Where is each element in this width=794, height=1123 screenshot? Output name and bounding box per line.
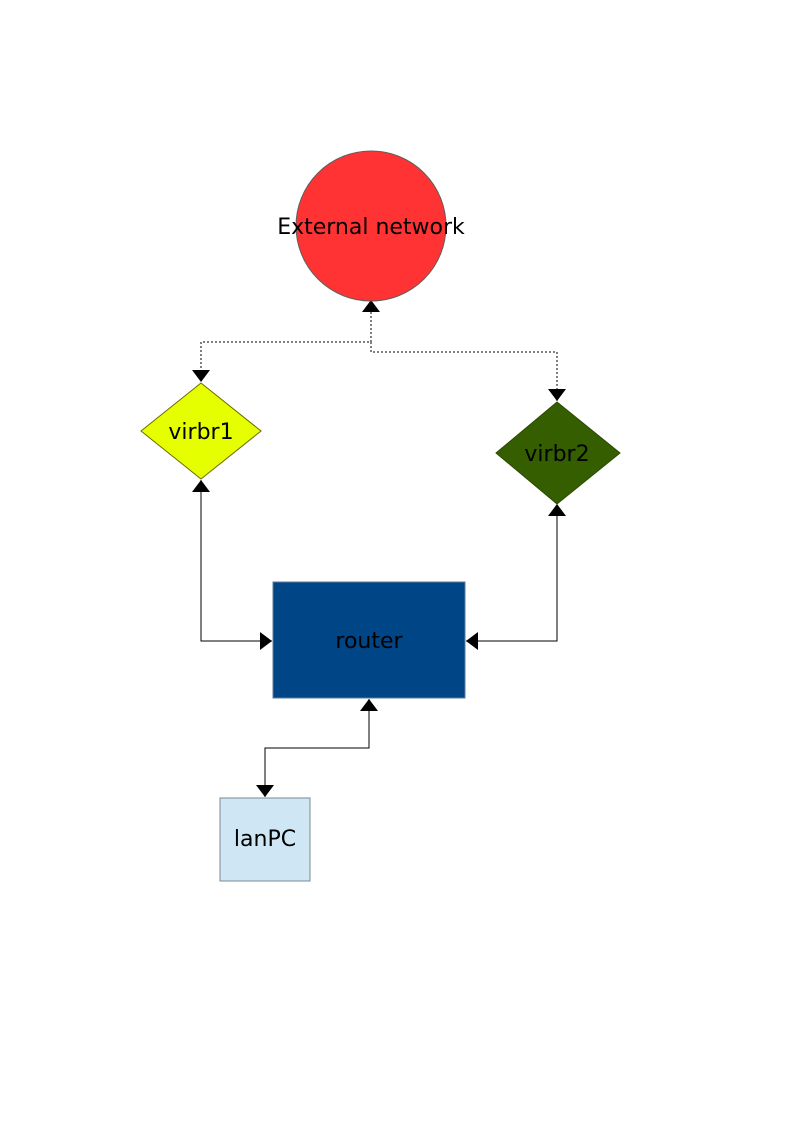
connectors xyxy=(192,300,566,797)
node-external-network: External network xyxy=(277,150,465,302)
connector-virbr2-router xyxy=(466,504,566,650)
virbr1-label: virbr1 xyxy=(168,420,233,445)
lanpc-box xyxy=(219,797,311,882)
connector-external-virbr2 xyxy=(370,342,566,401)
external-network-circle xyxy=(295,150,447,302)
node-virbr2: virbr2 xyxy=(495,401,621,505)
virbr2-diamond xyxy=(495,401,621,505)
node-router: router xyxy=(272,581,466,699)
router-box xyxy=(272,581,466,699)
connector-external-virbr1 xyxy=(192,300,380,382)
external-network-label: External network xyxy=(277,215,465,240)
virbr1-diamond xyxy=(140,382,262,480)
lanpc-label: lanPC xyxy=(234,827,296,852)
connector-virbr1-router xyxy=(192,480,272,650)
node-lanpc: lanPC xyxy=(219,797,311,882)
connector-router-lanpc xyxy=(256,699,378,797)
virbr2-label: virbr2 xyxy=(524,442,589,467)
router-label: router xyxy=(335,629,403,654)
node-virbr1: virbr1 xyxy=(140,382,262,480)
